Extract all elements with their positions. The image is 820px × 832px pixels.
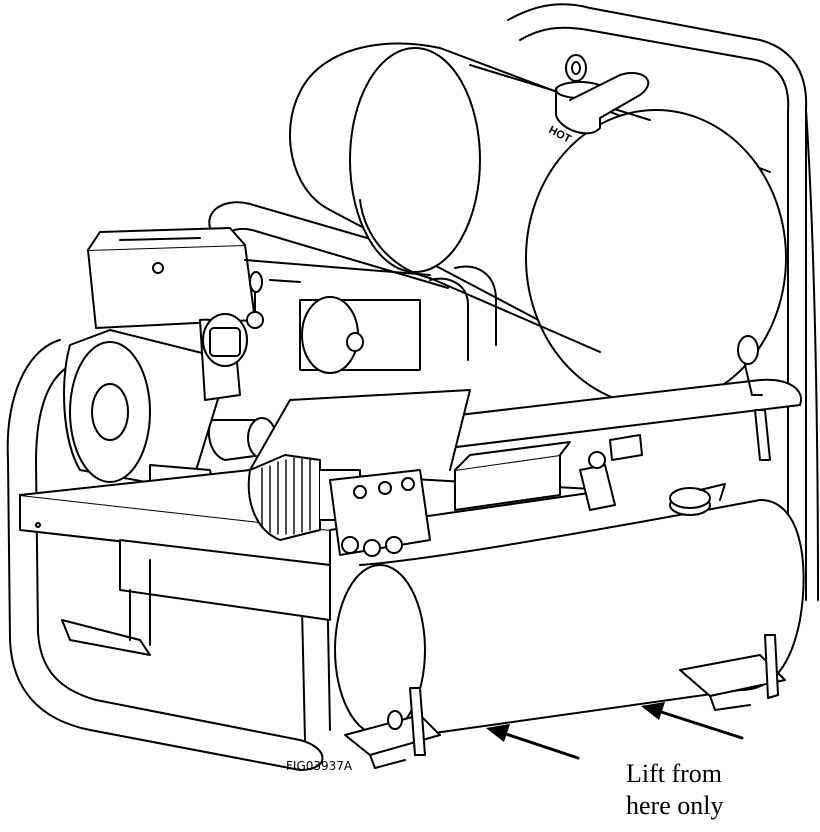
muffler <box>244 259 431 374</box>
tank-lifting-eye <box>555 54 650 135</box>
engine-block <box>63 227 277 501</box>
lift-arrow-right <box>641 702 744 740</box>
tank-fittings <box>737 335 771 461</box>
lift-arrow-left <box>486 724 580 760</box>
valve-manifold <box>329 434 643 557</box>
figure-id-label: FIG03937A <box>286 759 353 773</box>
lift-callout-line-1: Lift from <box>626 759 723 788</box>
lift-skids <box>61 559 786 769</box>
lift-callout-line-2: here only <box>626 791 724 820</box>
upper-air-tank <box>289 42 787 407</box>
lift-callout-text: Lift from here only <box>626 758 816 822</box>
